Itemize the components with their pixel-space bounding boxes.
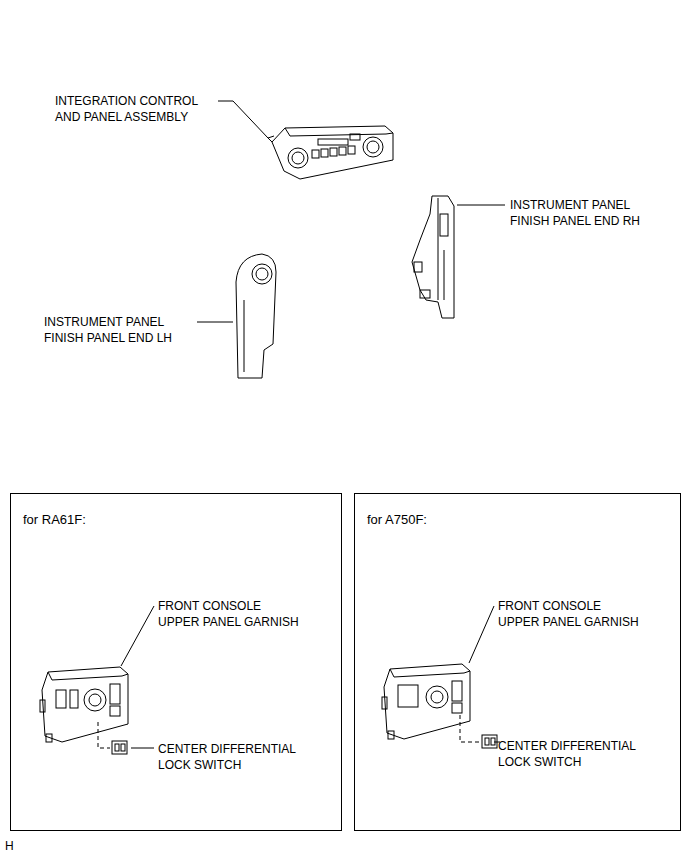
leader-line [197,322,233,323]
part-name: CENTER DIFFERENTIAL LOCK SWITCH [158,741,299,773]
part-name: CENTER DIFFERENTIAL LOCK SWITCH [498,738,639,770]
part-name: INTEGRATION CONTROL AND PANEL ASSEMBLY [55,93,201,125]
figure-code: H [5,838,16,854]
part-name: INSTRUMENT PANEL FINISH PANEL END LH [44,314,175,346]
part-name: FRONT CONSOLE UPPER PANEL GARNISH [498,598,641,630]
leader-line [218,101,268,138]
variant-box: for RA61F: [10,493,342,831]
variant-heading: for A750F: [367,512,427,528]
leader-line [121,606,154,666]
console-garnish-drawing [40,606,154,754]
console-garnish-drawing [382,606,500,748]
variant-heading: for RA61F: [23,512,86,528]
part-name: FRONT CONSOLE UPPER PANEL GARNISH [158,598,301,630]
leader-line [469,606,494,663]
part-name: INSTRUMENT PANEL FINISH PANEL END RH [510,197,643,229]
variant-box: for A750F: [354,493,681,831]
leader-line [131,748,154,749]
finish-panel-rh-drawing [412,196,505,318]
leader-line [457,205,505,206]
finish-panel-lh-drawing [197,254,276,378]
integration-panel-drawing [218,101,393,179]
